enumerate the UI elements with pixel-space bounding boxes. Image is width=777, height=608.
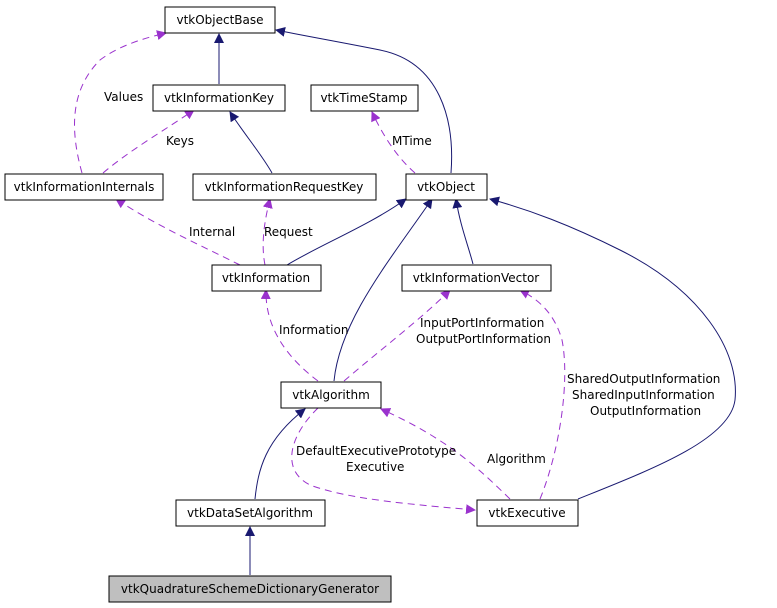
label-mtime: MTime: [392, 134, 432, 148]
label-shared-input-information: SharedInputInformation: [572, 388, 715, 402]
inheritance-edges: [214, 26, 736, 575]
edge-executive-to-object: [489, 196, 736, 500]
edge-information-internal-internals: [115, 198, 241, 266]
edge-information-to-object: [286, 198, 407, 266]
node-vtkquadratureschemedictionarygenerator: vtkQuadratureSchemeDictionaryGenerator: [108, 575, 392, 603]
node-vtkinformationvector[interactable]: vtkInformationVector: [401, 264, 552, 292]
edge-algorithm-executive-executive: [291, 407, 476, 515]
node-label: vtkInformationRequestKey: [205, 180, 364, 194]
edge-information-request-requestkey: [262, 198, 273, 266]
node-vtkobjectbase[interactable]: vtkObjectBase: [164, 6, 276, 34]
edge-object-mtime-timestamp: [371, 111, 416, 174]
node-label: vtkTimeStamp: [320, 91, 407, 105]
node-vtkobject[interactable]: vtkObject: [405, 173, 488, 201]
edge-internals-keys-informationkey: [102, 109, 195, 174]
label-output-port-information: OutputPortInformation: [416, 332, 551, 346]
edge-requestkey-to-informationkey: [229, 111, 273, 174]
node-vtkinformation[interactable]: vtkInformation: [211, 264, 322, 292]
label-input-port-information: InputPortInformation: [420, 316, 544, 330]
node-label: vtkQuadratureSchemeDictionaryGenerator: [121, 582, 379, 596]
edge-infovector-to-object: [452, 198, 474, 265]
node-vtkalgorithm[interactable]: vtkAlgorithm: [280, 381, 382, 409]
label-values: Values: [104, 90, 143, 104]
edge-algorithm-portinfo-infovector: [343, 289, 451, 382]
edge-algorithm-information-information: [260, 289, 319, 382]
nodes: vtkObjectBase vtkInformationKey vtkTimeS…: [4, 6, 579, 603]
node-vtkinformationinternals[interactable]: vtkInformationInternals: [4, 173, 164, 201]
edge-datasetalgorithm-to-algorithm: [254, 408, 306, 500]
edge-labels: Values Keys MTime Internal Request Infor…: [104, 90, 720, 474]
label-output-information: OutputInformation: [590, 404, 701, 418]
node-label: vtkInformation: [222, 271, 310, 285]
node-label: vtkObject: [417, 180, 475, 194]
node-label: vtkObjectBase: [176, 13, 263, 27]
label-default-executive-prototype: DefaultExecutivePrototype: [296, 444, 456, 458]
node-vtkinformationrequestkey[interactable]: vtkInformationRequestKey: [192, 173, 377, 201]
label-internal: Internal: [189, 225, 235, 239]
edge-executive-algorithm-algorithm: [380, 408, 511, 500]
node-label: vtkExecutive: [488, 506, 565, 520]
node-label: vtkAlgorithm: [292, 388, 370, 402]
label-algorithm: Algorithm: [487, 452, 546, 466]
edge-internals-values-objectbase: [74, 30, 167, 174]
label-shared-output-information: SharedOutputInformation: [567, 372, 720, 386]
node-vtkinformationkey[interactable]: vtkInformationKey: [152, 84, 286, 112]
label-information: Information: [279, 323, 348, 337]
label-request: Request: [264, 225, 313, 239]
node-vtktimestamp[interactable]: vtkTimeStamp: [310, 84, 419, 112]
label-keys: Keys: [166, 134, 194, 148]
edge-algorithm-to-object: [333, 198, 433, 382]
node-vtkdatasetalgorithm[interactable]: vtkDataSetAlgorithm: [175, 499, 326, 527]
label-executive: Executive: [346, 460, 404, 474]
usage-edges: [74, 30, 566, 515]
node-label: vtkDataSetAlgorithm: [187, 506, 313, 520]
edge-executive-shared-infovector: [519, 289, 566, 500]
node-vtkexecutive[interactable]: vtkExecutive: [476, 499, 579, 527]
node-label: vtkInformationVector: [413, 271, 540, 285]
edge-object-to-objectbase: [275, 26, 453, 174]
node-label: vtkInformationInternals: [14, 180, 155, 194]
node-label: vtkInformationKey: [164, 91, 274, 105]
